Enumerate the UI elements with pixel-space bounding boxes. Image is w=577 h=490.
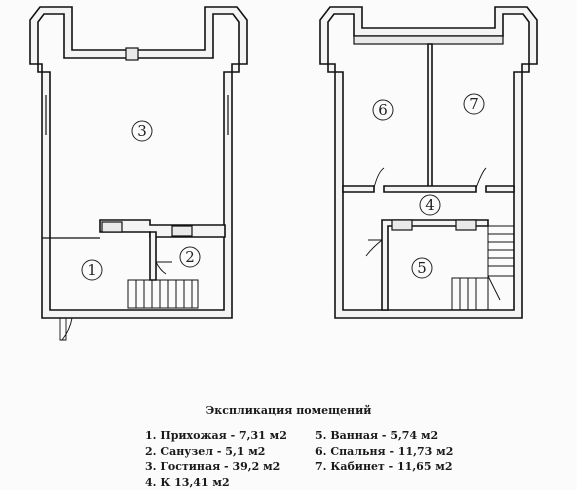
- room-number-5: 5: [417, 259, 427, 277]
- bedroom-door: [374, 168, 384, 188]
- bathroom-door: [366, 240, 382, 256]
- legend-item: 3. Гостиная - 39,2 м2: [145, 459, 287, 475]
- wall-block: [456, 220, 476, 230]
- floor-plan: 1 2 3 4 5 6 7: [0, 0, 577, 400]
- lower-floor-plan: [30, 7, 247, 340]
- study-door: [476, 168, 486, 188]
- legend-item: 7. Кабинет - 11,65 м2: [315, 459, 453, 475]
- partition-block: [172, 226, 192, 236]
- bathroom-door: [156, 262, 172, 274]
- bedroom-divider: [428, 44, 432, 190]
- room-number-4: 4: [425, 196, 435, 214]
- legend-left-column: 1. Прихожая - 7,31 м2 2. Санузел - 5,1 м…: [145, 428, 287, 490]
- room-number-6: 6: [378, 101, 388, 119]
- room-number-1: 1: [87, 261, 97, 279]
- legend-item: 1. Прихожая - 7,31 м2: [145, 428, 287, 444]
- staircase: [128, 280, 198, 308]
- beam: [354, 36, 503, 44]
- room-number-3: 3: [137, 122, 147, 140]
- entrance-door: [60, 318, 72, 340]
- bedroom-bottom-wall: [343, 186, 514, 192]
- legend-item: 6. Спальня - 11,73 м2: [315, 444, 453, 460]
- staircase: [452, 226, 514, 310]
- room-number-2: 2: [185, 248, 195, 266]
- column: [126, 48, 138, 60]
- bathroom-walls: [382, 220, 488, 310]
- legend-right-column: 5. Ванная - 5,74 м2 6. Спальня - 11,73 м…: [315, 428, 453, 475]
- partition-block: [102, 222, 122, 232]
- legend-item: 4. К 13,41 м2: [145, 475, 287, 490]
- room-number-7: 7: [469, 95, 479, 113]
- legend-item: 2. Санузел - 5,1 м2: [145, 444, 287, 460]
- wall-block: [392, 220, 412, 230]
- legend-title: Экспликация помещений: [0, 404, 577, 417]
- bathroom-wall: [150, 232, 156, 280]
- legend-item: 5. Ванная - 5,74 м2: [315, 428, 453, 444]
